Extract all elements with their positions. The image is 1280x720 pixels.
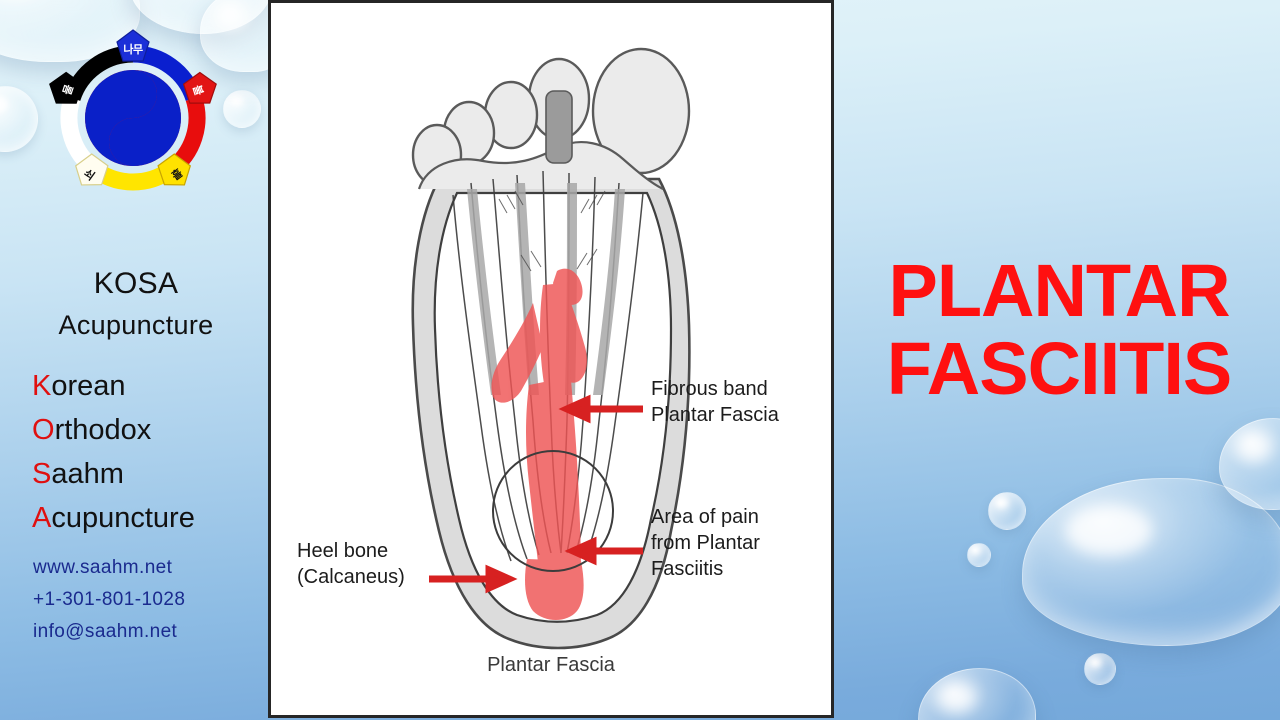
contact-block: www.saahm.net +1-301-801-1028 info@saahm… bbox=[33, 552, 283, 648]
logo-pentagon-namu: 나무 bbox=[116, 29, 150, 62]
acronym-initial: K bbox=[32, 370, 52, 402]
logo-pentagon-label: 물 bbox=[61, 83, 76, 97]
bubble-decoration bbox=[130, 0, 272, 34]
label-heel-bone: Heel bone (Calcaneus) bbox=[297, 540, 405, 588]
logo-pentagon-label: 나무 bbox=[123, 42, 143, 56]
email-link[interactable]: info@saahm.net bbox=[33, 620, 178, 642]
svg-text:Fasciitis: Fasciitis bbox=[651, 558, 723, 580]
calcaneus-circle bbox=[492, 450, 614, 572]
acronym-line-saahm: Saahm bbox=[32, 452, 282, 496]
acronym-expansion: Korean Orthodox Saahm Acupuncture bbox=[32, 364, 282, 540]
acronym-initial: A bbox=[32, 502, 52, 535]
acronym-line-acupuncture: Acupuncture bbox=[32, 496, 282, 540]
bubble-decoration bbox=[1219, 418, 1280, 510]
svg-text:from Plantar: from Plantar bbox=[651, 532, 760, 554]
annotation-arrows bbox=[429, 394, 643, 594]
org-title-line1: KOSA bbox=[93, 267, 179, 300]
acronym-initial: O bbox=[32, 414, 55, 447]
svg-text:Heel bone: Heel bone bbox=[297, 540, 388, 562]
label-fibrous-band: Fibrous band Plantar Fascia bbox=[651, 378, 780, 426]
svg-text:(Calcaneus): (Calcaneus) bbox=[297, 566, 405, 588]
acronym-line-orthodox: Orthodox bbox=[32, 408, 282, 452]
website-link[interactable]: www.saahm.net bbox=[33, 557, 173, 578]
label-area-of-pain: Area of pain from Plantar Fasciitis bbox=[651, 506, 760, 580]
svg-text:Fibrous band: Fibrous band bbox=[651, 378, 768, 400]
page-title: PLANTAR FASCIITIS bbox=[846, 249, 1272, 411]
acronym-rest: cupuncture bbox=[51, 502, 195, 535]
acronym-initial: S bbox=[32, 458, 52, 491]
bubble-decoration bbox=[1084, 653, 1116, 685]
bubble-decoration bbox=[988, 492, 1026, 530]
logo-pentagon-mul: 물 bbox=[49, 71, 84, 104]
svg-text:Area of pain: Area of pain bbox=[651, 506, 759, 528]
plantar-fascia-highlight bbox=[491, 268, 587, 620]
acronym-rest: orean bbox=[51, 370, 126, 402]
diagram-caption: Plantar Fascia bbox=[487, 654, 616, 676]
logo-pentagon-bul: 불 bbox=[182, 71, 217, 104]
bubble-decoration bbox=[0, 86, 38, 152]
acronym-rest: aahm bbox=[51, 458, 124, 491]
logo-pentagon-label: 불 bbox=[190, 83, 205, 97]
logo-pentagon-heuk: 흘 bbox=[157, 153, 191, 186]
phone-number[interactable]: +1-301-801-1028 bbox=[33, 588, 186, 610]
acronym-line-korean: Korean bbox=[32, 364, 282, 408]
org-title: KOSA Acupuncture bbox=[0, 262, 272, 346]
bubble-decoration bbox=[967, 543, 991, 567]
diagram-panel: Fibrous band Plantar Fascia Area of pain… bbox=[268, 0, 834, 718]
page-title-line2: FASCIITIS bbox=[886, 327, 1233, 411]
acronym-rest: rthodox bbox=[54, 414, 152, 447]
svg-text:Plantar Fascia: Plantar Fascia bbox=[651, 404, 780, 426]
bubble-decoration bbox=[223, 90, 261, 128]
org-title-line2: Acupuncture bbox=[58, 310, 214, 341]
bubble-decoration bbox=[1022, 478, 1280, 646]
logo-pentagon-soe: 쇠 bbox=[75, 153, 109, 186]
kosa-logo: 나무 불 물 흘 쇠 bbox=[47, 29, 219, 204]
bubble-decoration bbox=[918, 668, 1036, 720]
page-title-line1: PLANTAR bbox=[888, 249, 1230, 332]
